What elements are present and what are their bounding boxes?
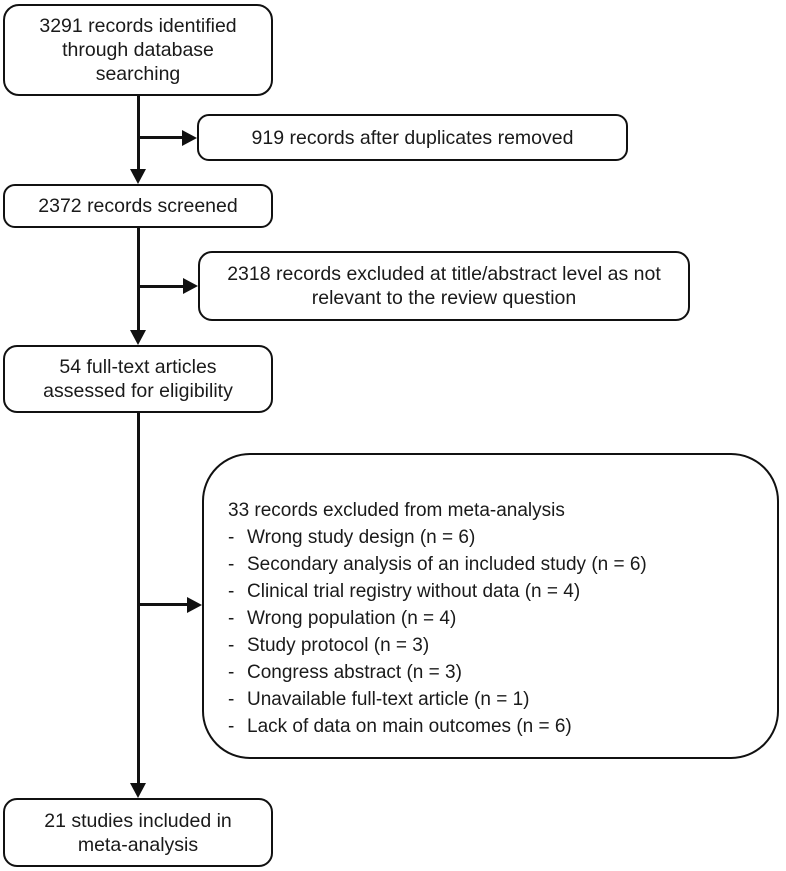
arrowhead-right-excluded-meta [187, 596, 202, 613]
excluded-meta-item: - Wrong population (n = 4) [228, 605, 749, 632]
excluded-meta-item: - Lack of data on main outcomes (n = 6) [228, 713, 749, 740]
bullet-dash: - [228, 716, 235, 737]
box-records-identified: 3291 records identified through database… [3, 4, 273, 96]
excluded-meta-item: - Clinical trial registry without data (… [228, 578, 749, 605]
fulltext-assessed-text: 54 full-text articles assessed for eligi… [43, 356, 233, 402]
box-fulltext-assessed: 54 full-text articles assessed for eligi… [3, 345, 273, 413]
box-excluded-title-abstract: 2318 records excluded at title/abstract … [198, 251, 690, 321]
excluded-meta-item-text: Lack of data on main outcomes (n = 6) [247, 716, 572, 737]
excluded-meta-item-text: Secondary analysis of an included study … [247, 554, 647, 575]
bullet-dash: - [228, 527, 235, 548]
excluded-title-abstract-text: 2318 records excluded at title/abstract … [227, 263, 661, 309]
bullet-dash: - [228, 581, 235, 602]
flow-line-screened-to-fulltext [137, 228, 140, 330]
bullet-dash: - [228, 554, 235, 575]
excluded-meta-item: - Congress abstract (n = 3) [228, 659, 749, 686]
excluded-meta-item-text: Wrong study design (n = 6) [247, 527, 476, 548]
excluded-meta-title: 33 records excluded from meta-analysis [228, 500, 565, 521]
arrowhead-down-screened [130, 169, 146, 184]
flow-line-identified-to-screened [137, 96, 140, 169]
box-duplicates-removed: 919 records after duplicates removed [197, 114, 628, 161]
excluded-meta-item: - Study protocol (n = 3) [228, 632, 749, 659]
flow-line-fulltext-to-included [137, 413, 140, 783]
arrowhead-down-fulltext [130, 330, 146, 345]
arrowhead-right-duplicates [182, 129, 197, 146]
excluded-meta-item-text: Wrong population (n = 4) [247, 608, 457, 629]
excluded-meta-item-text: Clinical trial registry without data (n … [247, 581, 581, 602]
excluded-meta-item: - Unavailable full-text article (n = 1) [228, 686, 749, 713]
studies-included-text: 21 studies included in meta-analysis [44, 809, 232, 856]
box-records-screened: 2372 records screened [3, 184, 273, 228]
arrowhead-down-included [130, 783, 146, 798]
branch-line-excluded-meta [138, 603, 190, 606]
bullet-dash: - [228, 689, 235, 710]
excluded-meta-item: - Wrong study design (n = 6) [228, 524, 749, 551]
duplicates-removed-text: 919 records after duplicates removed [251, 126, 574, 149]
arrowhead-right-excluded-title-abstract [183, 278, 198, 294]
excluded-meta-item: - Secondary analysis of an included stud… [228, 551, 749, 578]
excluded-meta-item-text: Unavailable full-text article (n = 1) [247, 689, 530, 710]
bullet-dash: - [228, 662, 235, 683]
bullet-dash: - [228, 635, 235, 656]
bullet-dash: - [228, 608, 235, 629]
branch-line-excluded-title-abstract [138, 284, 186, 288]
box-excluded-meta-analysis: 33 records excluded from meta-analysis -… [202, 453, 779, 759]
records-screened-text: 2372 records screened [38, 195, 238, 217]
excluded-meta-item-text: Study protocol (n = 3) [247, 635, 430, 656]
branch-line-duplicates [138, 136, 186, 139]
records-identified-text: 3291 records identified through database… [39, 15, 237, 85]
box-studies-included: 21 studies included in meta-analysis [3, 798, 273, 867]
excluded-meta-item-text: Congress abstract (n = 3) [247, 662, 462, 683]
